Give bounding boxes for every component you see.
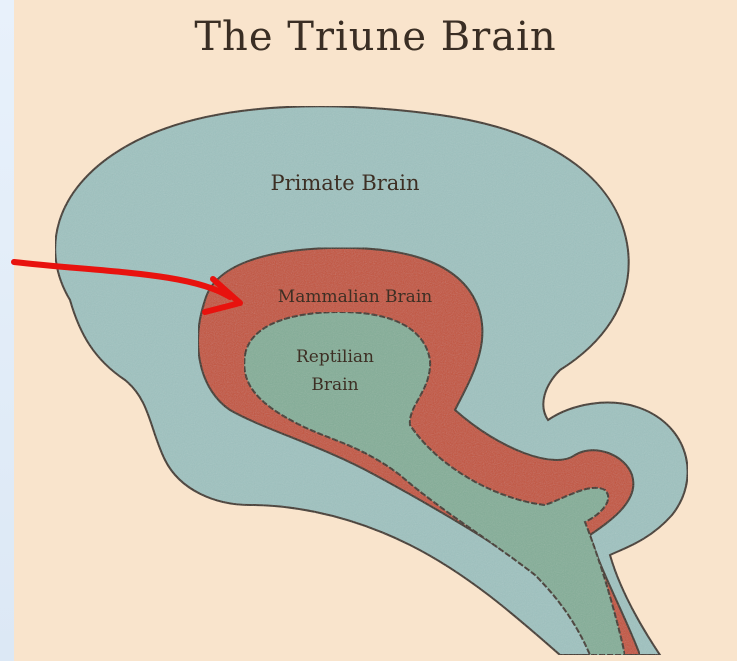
reptilian-brain-label-line1: Reptilian bbox=[296, 347, 374, 367]
reptilian-brain-label-line2: Brain bbox=[311, 375, 358, 395]
primate-brain-label: Primate Brain bbox=[270, 171, 419, 195]
mammalian-brain-label: Mammalian Brain bbox=[278, 287, 432, 307]
